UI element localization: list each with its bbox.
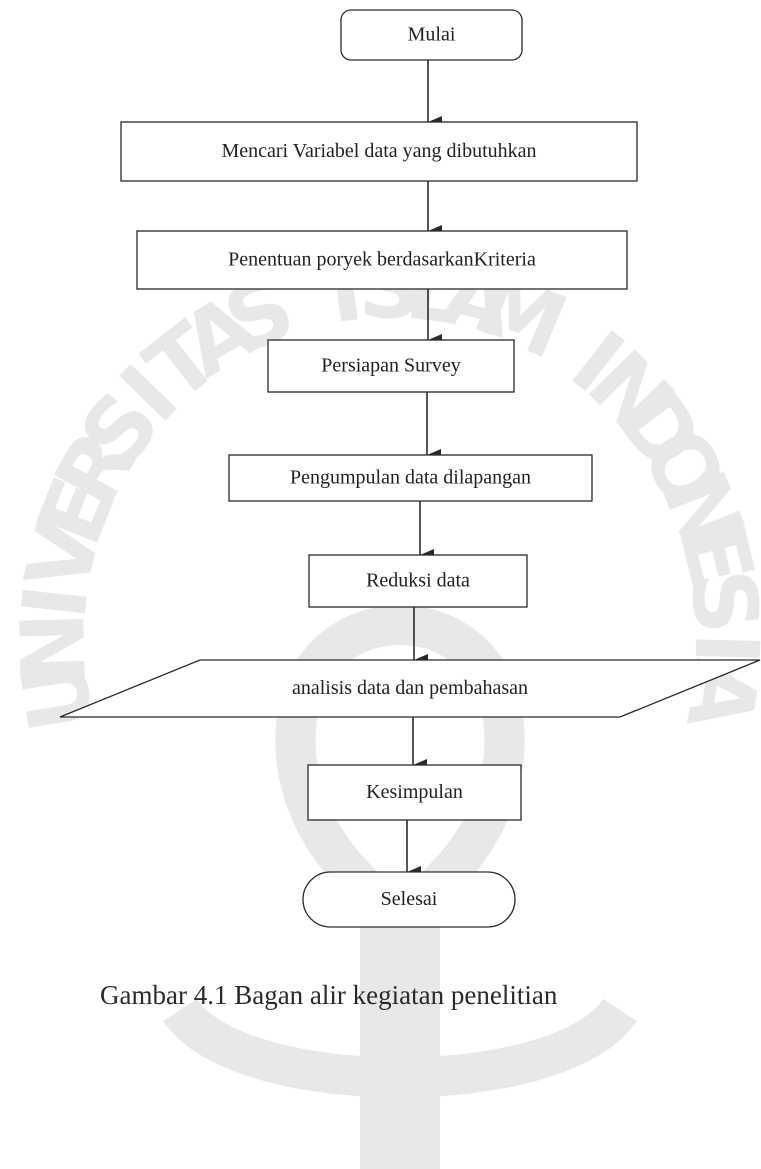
node-label: Persiapan Survey [321,355,460,377]
node-shape-process [267,339,515,393]
node-label: Mencari Variabel data yang dibutuhkan [221,140,536,162]
node-end: Selesai [302,871,516,928]
node-label: Kesimpulan [366,781,463,803]
node-shape-terminator [302,871,516,928]
node-step4: Pengumpulan data dilapangan [228,454,593,502]
node-label: Pengumpulan data dilapangan [290,467,531,489]
watermark-letter: U [1,652,114,739]
node-label: analisis data dan pembahasan [292,677,528,699]
node-step1: Mencari Variabel data yang dibutuhkan [120,121,638,182]
node-shape-process [120,121,638,182]
node-step7: Kesimpulan [307,764,522,821]
node-label: Mulai [408,24,456,46]
watermark-logo: UNIVERSITASISLAMINDONESIA [1,235,761,1169]
watermark-letter: S [670,565,761,639]
node-shape-data [59,659,761,718]
node-label: Penentuan poryek berdasarkanKriteria [228,249,536,271]
node-shape-terminator [340,9,523,61]
node-shape-process [136,230,628,290]
figure-caption: Gambar 4.1 Bagan alir kegiatan penelitia… [100,980,558,1010]
node-shape-process [308,554,528,608]
node-shape-process [228,454,593,502]
watermark-letter: N [1,610,106,686]
watermark-emblem-base [163,997,637,1098]
node-label: Reduksi data [366,570,470,592]
node-start: Mulai [340,9,523,61]
node-shape-process [307,764,522,821]
node-step5: Reduksi data [308,554,528,608]
node-step3: Persiapan Survey [267,339,515,393]
node-label: Selesai [381,888,438,910]
node-step2: Penentuan poryek berdasarkanKriteria [136,230,628,290]
node-step6: analisis data dan pembahasan [59,659,761,718]
